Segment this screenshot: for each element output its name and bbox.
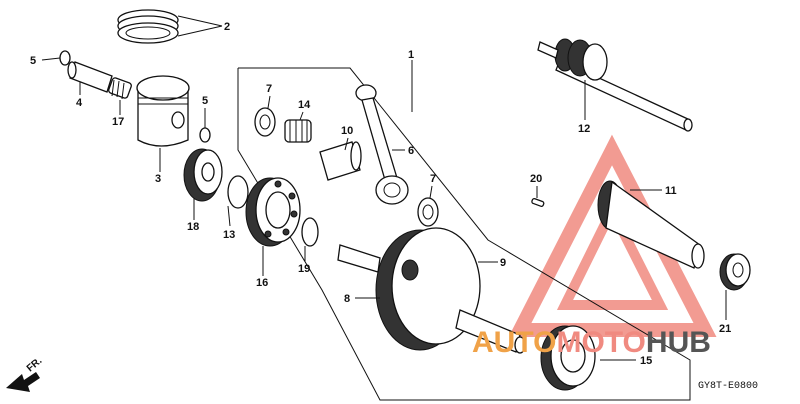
callout-21: 21 [719, 323, 731, 335]
big-end-bearing [284, 119, 312, 143]
conrod-washer-lower [417, 197, 439, 227]
diagram-code: GY8T-E0800 [698, 381, 758, 392]
watermark-part2: MOTO [556, 326, 645, 359]
callout-4: 4 [76, 97, 83, 109]
callout-13: 13 [223, 229, 235, 241]
crankshaft [337, 227, 526, 354]
callout-3: 3 [155, 173, 161, 185]
front-direction-marker: FR. [6, 355, 44, 392]
crank-pin [319, 141, 362, 181]
connecting-rod [355, 84, 409, 205]
callout-8: 8 [344, 293, 350, 305]
callout-5-right: 5 [202, 95, 208, 107]
conrod-washer-upper [254, 107, 276, 137]
balancer-shaft [597, 180, 705, 269]
piston [136, 75, 190, 147]
callout-2: 2 [224, 21, 230, 33]
woodruff-key [531, 197, 545, 207]
small-end-bearing [108, 77, 132, 100]
watermark-part3: HUB [646, 326, 711, 359]
crank-bearing-right [540, 325, 596, 391]
callout-10: 10 [341, 125, 353, 137]
oil-seal [301, 217, 319, 247]
callout-6: 6 [408, 145, 414, 157]
callout-16: 16 [256, 277, 268, 289]
watermark-text: AUTOMOTOHUB [472, 326, 711, 359]
watermark-part1: AUTO [472, 326, 556, 359]
callout-15: 15 [640, 355, 652, 367]
callout-labels: 1 2 3 4 5 5 6 7 7 8 9 10 11 12 13 14 15 … [30, 21, 731, 367]
callout-9: 9 [500, 257, 506, 269]
primary-drive-gear [183, 148, 223, 202]
callout-1: 1 [408, 49, 414, 61]
piston-pin-clip-right [199, 127, 211, 143]
crank-bearing-left [245, 177, 301, 247]
piston-pin-clip [59, 50, 71, 66]
piston-pin [67, 61, 113, 93]
thrust-washer [227, 175, 249, 209]
callout-18: 18 [187, 221, 199, 233]
callout-17: 17 [112, 116, 124, 128]
callout-14: 14 [298, 99, 311, 111]
countershaft [537, 38, 693, 132]
piston-rings [117, 9, 179, 44]
leader-lines [41, 15, 727, 361]
svg-text:AUTOMOTOHUB: AUTOMOTOHUB [472, 326, 711, 359]
callout-7-upper: 7 [266, 83, 272, 95]
callout-7-lower: 7 [430, 173, 436, 185]
callout-5-left: 5 [30, 55, 36, 67]
balancer-bearing [719, 253, 751, 291]
front-marker-label: FR. [25, 355, 45, 374]
callout-12: 12 [578, 123, 590, 135]
callout-19: 19 [298, 263, 310, 275]
callout-11: 11 [665, 185, 677, 197]
callout-20: 20 [530, 173, 542, 185]
